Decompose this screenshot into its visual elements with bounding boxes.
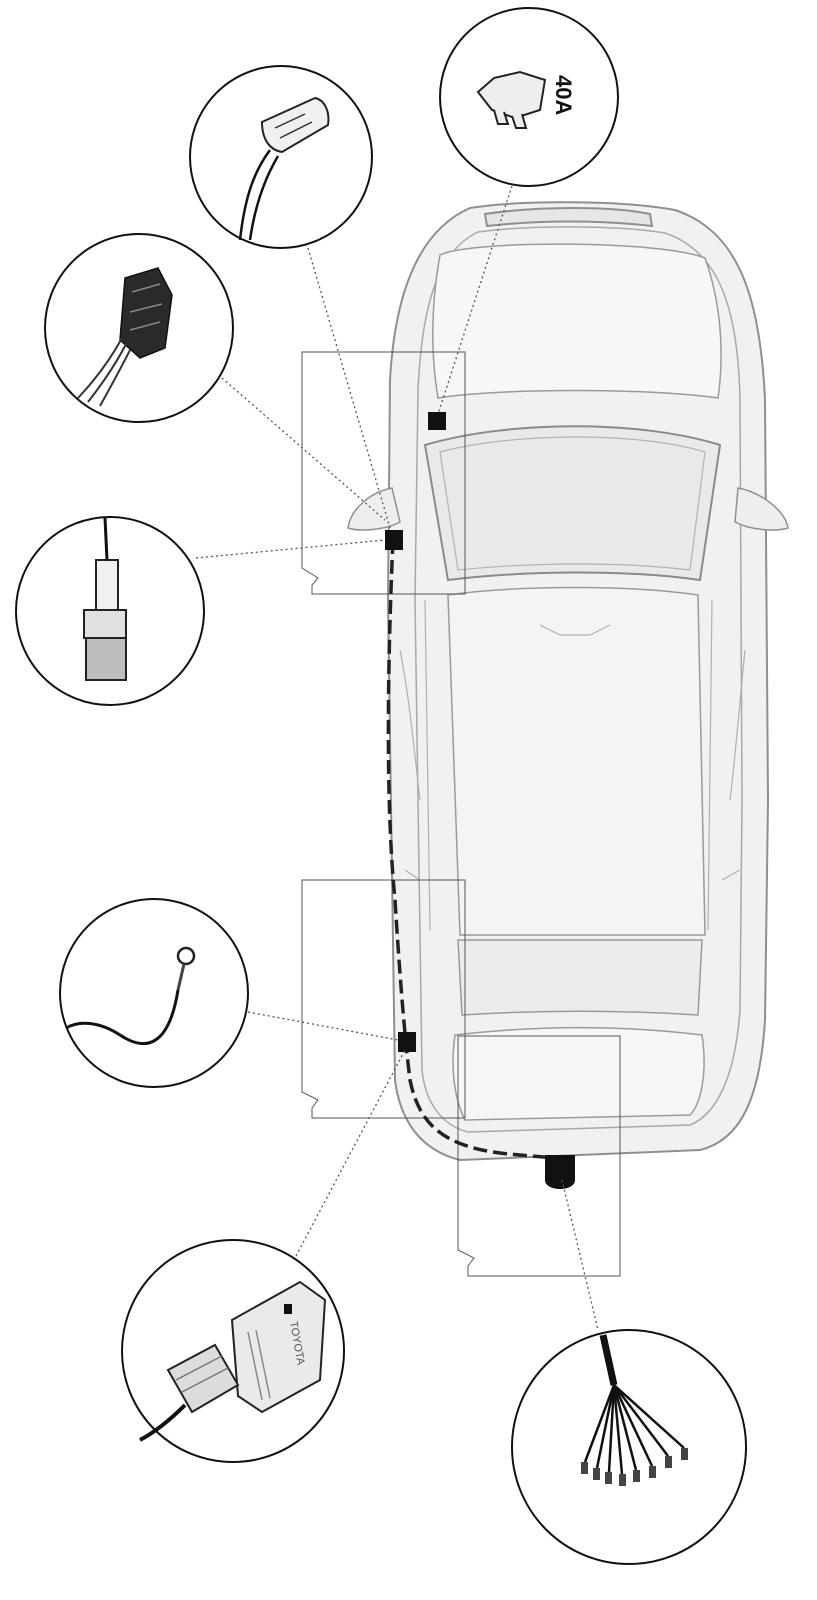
connector-front-point — [385, 530, 403, 550]
car-hood — [432, 243, 722, 399]
car-roof — [447, 586, 706, 936]
wire-bundle-icon — [583, 1334, 685, 1475]
car-tailgate — [452, 1026, 705, 1121]
reference-boxes — [301, 351, 621, 1277]
callout-plug-connector — [189, 65, 373, 249]
module-connector-icon: TOYOTA — [139, 1280, 327, 1442]
car-windshield — [423, 425, 722, 582]
right-mirror — [734, 487, 789, 531]
wire-end-terminals — [581, 1448, 688, 1486]
fuse-rating-label: 40A — [551, 75, 576, 115]
multi-pin-connector-icon — [238, 96, 330, 241]
fuse-icon — [476, 70, 547, 129]
connector-rear-point — [398, 1032, 416, 1052]
single-wire-connector-icon — [83, 517, 127, 681]
callout-vehicle-socket: TOYOTA — [121, 1239, 345, 1463]
left-mirror — [347, 487, 401, 531]
leader-lines — [195, 185, 599, 1331]
connector-fuse-point — [428, 412, 446, 430]
car-rear-window — [457, 939, 703, 1016]
callout-single-connector — [15, 516, 205, 706]
callout-side-connector — [44, 233, 234, 423]
wire-harness — [386, 539, 557, 1160]
callout-fuse: 40A — [439, 7, 619, 187]
callout-ground-terminal — [59, 898, 249, 1088]
ring-terminal-icon — [65, 946, 196, 1046]
callout-loose-wires — [511, 1329, 747, 1565]
side-connector-icon — [77, 267, 173, 407]
towbar-socket-plug — [545, 1155, 575, 1189]
car-door-lines — [399, 599, 746, 931]
